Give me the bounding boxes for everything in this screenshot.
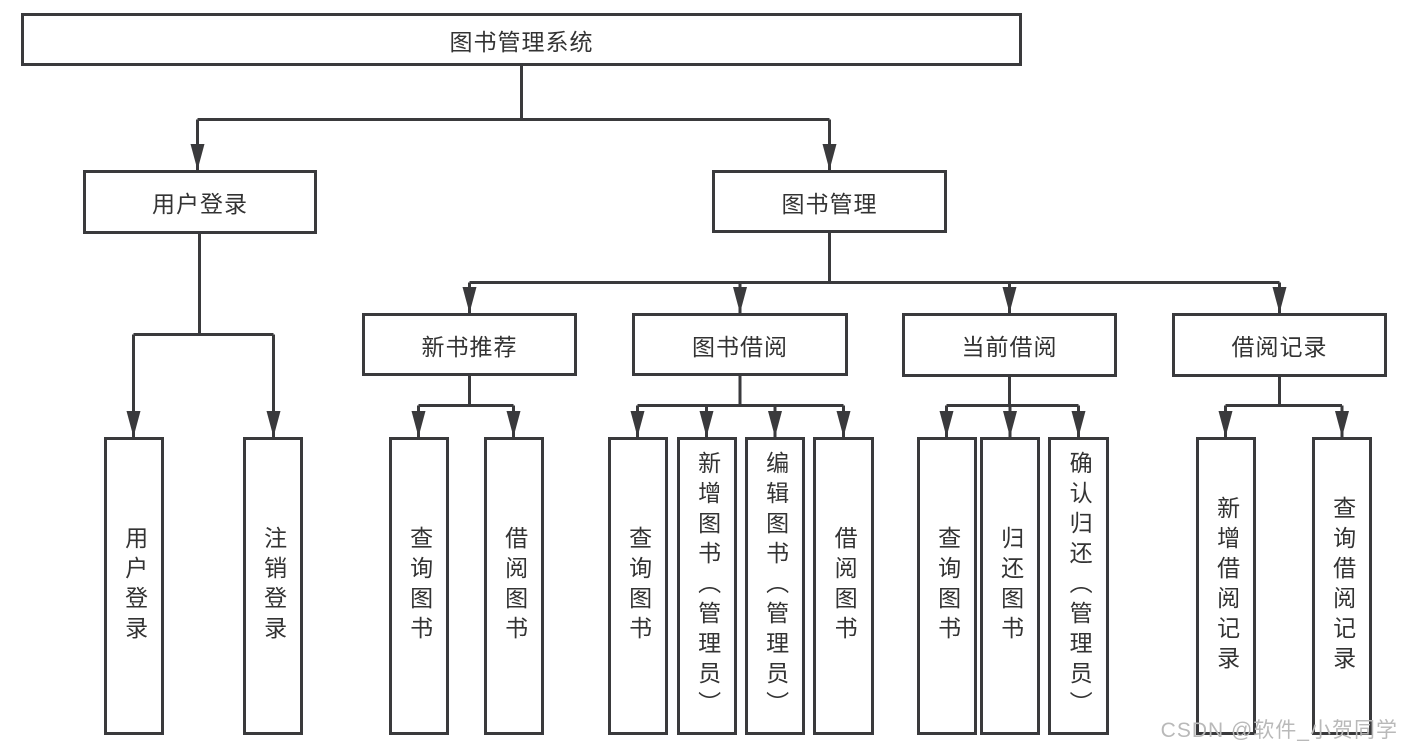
node-current-borrowing: 当前借阅 bbox=[902, 313, 1117, 377]
node-label: 图书管理 bbox=[781, 190, 878, 217]
node-label: 借阅图书 bbox=[831, 526, 858, 646]
node-label: 归还图书 bbox=[997, 526, 1024, 646]
node-book-borrowing: 图书借阅 bbox=[632, 313, 848, 376]
leaf-borrow-books: 借阅图书 bbox=[813, 437, 874, 735]
leaf-confirm-return-admin: 确认归还（管理员） bbox=[1048, 437, 1109, 735]
leaf-query-books-recommend: 查询图书 bbox=[389, 437, 449, 735]
node-label: 查询借阅记录 bbox=[1329, 496, 1356, 676]
leaf-query-books-current: 查询图书 bbox=[917, 437, 977, 735]
node-label: 用户登录 bbox=[121, 526, 148, 646]
node-label: 查询图书 bbox=[934, 526, 961, 646]
node-user-login: 用户登录 bbox=[83, 170, 317, 234]
node-label: 当前借阅 bbox=[961, 334, 1058, 360]
leaf-edit-books-admin: 编辑图书（管理员） bbox=[745, 437, 805, 735]
node-label: 图书管理系统 bbox=[449, 28, 594, 55]
node-new-book-recommendation: 新书推荐 bbox=[362, 313, 577, 376]
csdn-watermark: CSDN @软件_小贺同学 bbox=[1160, 719, 1398, 742]
node-label: 查询图书 bbox=[406, 526, 433, 646]
node-label: 确认归还（管理员） bbox=[1066, 451, 1093, 721]
node-label: 注销登录 bbox=[260, 526, 287, 646]
leaf-user-login: 用户登录 bbox=[104, 437, 164, 735]
node-label: 编辑图书（管理员） bbox=[762, 451, 789, 721]
node-book-management: 图书管理 bbox=[712, 170, 947, 233]
leaf-add-borrow-record: 新增借阅记录 bbox=[1196, 437, 1256, 735]
node-borrowing-records: 借阅记录 bbox=[1172, 313, 1387, 377]
node-label: 用户登录 bbox=[152, 191, 248, 217]
leaf-borrow-books-recommend: 借阅图书 bbox=[484, 437, 544, 735]
leaf-add-books-admin: 新增图书（管理员） bbox=[677, 437, 737, 735]
node-label: 借阅图书 bbox=[501, 526, 528, 646]
leaf-query-books-borrowing: 查询图书 bbox=[608, 437, 668, 735]
node-label: 新增借阅记录 bbox=[1213, 496, 1240, 676]
node-label: 图书借阅 bbox=[692, 333, 788, 360]
node-label: 新增图书（管理员） bbox=[694, 451, 721, 721]
node-label: 借阅记录 bbox=[1231, 334, 1328, 360]
leaf-return-books: 归还图书 bbox=[980, 437, 1040, 735]
node-label: 查询图书 bbox=[625, 526, 652, 646]
leaf-logout: 注销登录 bbox=[243, 437, 303, 735]
node-library-management-system: 图书管理系统 bbox=[21, 13, 1022, 66]
node-label: 新书推荐 bbox=[421, 333, 518, 360]
leaf-query-borrow-record: 查询借阅记录 bbox=[1312, 437, 1372, 735]
